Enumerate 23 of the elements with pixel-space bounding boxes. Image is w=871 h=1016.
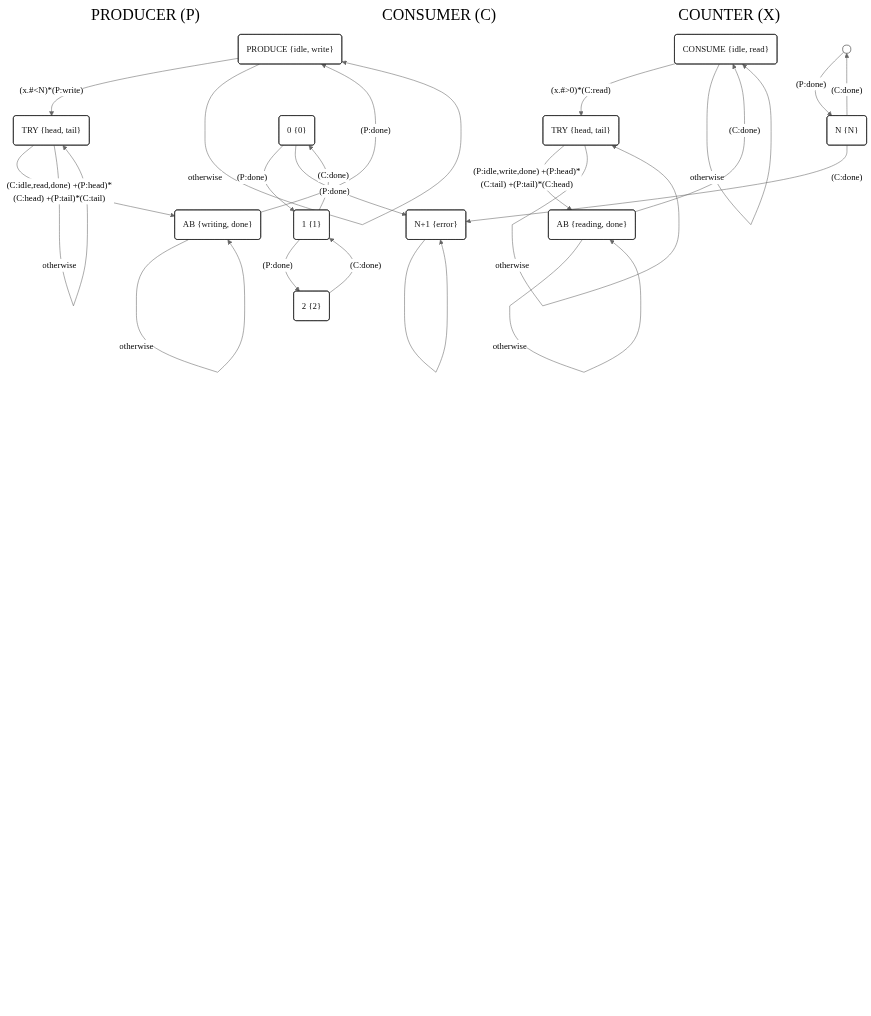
edge-label: otherwise	[187, 172, 223, 182]
edge-label: otherwise	[42, 260, 77, 270]
node-circle	[842, 44, 852, 54]
edge-label: (P:done)	[360, 125, 391, 135]
edge-label: (C:done)	[728, 125, 761, 135]
edge-label: (C:done)	[317, 170, 349, 180]
edge-label: (x.#>0)*(C:read)	[551, 84, 611, 95]
machine-name: PRODUCER (P)	[91, 6, 200, 24]
machine-name: CONSUMER (C)	[381, 6, 497, 24]
edge-label: (C:done)	[831, 172, 863, 182]
edge-label: otherwise	[492, 341, 527, 351]
edge-label: (P:done)	[795, 79, 827, 89]
edge-label: (C:idle,read,done) +(P:head)*(C:head) +(P:tail)*(C:tail)	[6, 179, 112, 203]
edge-label: (x.#<N)*(P:write)	[19, 84, 84, 95]
edge-label: (P:done)	[236, 172, 268, 182]
edge-label: (C:done)	[350, 260, 382, 270]
edge-label: otherwise	[689, 172, 725, 182]
edge-label: otherwise	[119, 341, 154, 351]
edge-label: (P:done)	[262, 260, 293, 270]
edge-label: (P:idle,write,done) +(P:head)*(C:tail) +(P:tail)*(C:head)	[473, 166, 581, 189]
edge-label: otherwise	[495, 260, 530, 270]
edge-label: (P:done)	[319, 186, 350, 196]
edge-label: (C:done)	[831, 84, 863, 95]
